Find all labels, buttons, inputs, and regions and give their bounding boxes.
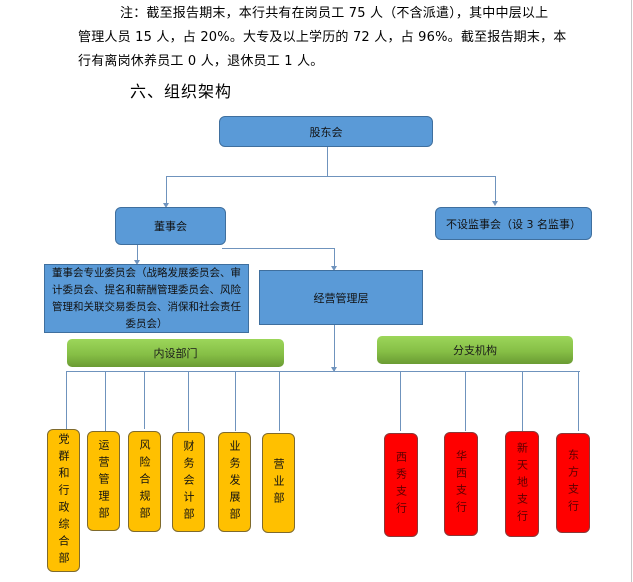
department-box: 业务发展部 <box>218 432 251 532</box>
branches-bar: 分支机构 <box>377 336 573 364</box>
branch-label: 华西支行 <box>454 450 468 518</box>
arrow-icon <box>163 203 169 208</box>
arrow-icon <box>492 201 498 206</box>
department-label: 党群和行政综合部 <box>57 432 70 569</box>
arrow-icon <box>331 367 337 372</box>
connector <box>279 371 280 431</box>
committees-box: 董事会专业委员会（战略发展委员会、审计委员会、提名和薪酬管理委员会、风险管理和关… <box>44 264 249 333</box>
paragraph-line-2: 管理人员 15 人，占 20%。大专及以上学历的 72 人，占 96%。截至报告… <box>78 30 567 45</box>
connector <box>327 147 328 177</box>
branch-box: 华西支行 <box>444 432 478 536</box>
connector <box>235 371 236 431</box>
department-label: 运营管理部 <box>97 438 110 524</box>
paragraph-line-1: 注：截至报告期末，本行共有在岗员工 75 人（不含派遣），其中中层以上 <box>120 6 549 21</box>
branch-label: 西秀支行 <box>394 451 408 519</box>
department-label: 营业部 <box>272 457 285 509</box>
branches-label: 分支机构 <box>453 344 497 357</box>
internal-departments-bar: 内设部门 <box>67 339 284 367</box>
branch-label: 新天地支行 <box>515 441 529 527</box>
connector <box>522 371 523 431</box>
department-label: 业务发展部 <box>228 439 241 525</box>
department-box: 财务会计部 <box>172 432 205 532</box>
page-edge <box>631 0 632 582</box>
management-box: 经营管理层 <box>259 270 423 325</box>
connector <box>222 248 334 249</box>
management-label: 经营管理层 <box>313 291 369 305</box>
branch-box: 新天地支行 <box>505 431 539 537</box>
department-label: 风险合规部 <box>138 439 151 524</box>
branch-box: 东方支行 <box>556 433 590 533</box>
connector <box>188 371 189 431</box>
connector <box>66 371 67 429</box>
connector <box>137 245 138 262</box>
connector <box>400 371 401 431</box>
department-box: 营业部 <box>262 433 295 533</box>
connector <box>144 371 145 429</box>
connector-bus <box>66 371 580 372</box>
branch-label: 东方支行 <box>566 449 580 517</box>
connector <box>578 371 579 431</box>
connector <box>334 248 335 268</box>
connector <box>334 325 335 371</box>
section-heading: 六、组织架构 <box>130 82 233 101</box>
supervisors-label: 不设监事会（设 3 名监事） <box>446 217 581 231</box>
connector <box>166 176 167 204</box>
shareholders-box: 股东会 <box>219 116 433 147</box>
department-box: 党群和行政综合部 <box>47 429 80 572</box>
department-label: 财务会计部 <box>182 439 195 525</box>
committees-label: 董事会专业委员会（战略发展委员会、审计委员会、提名和薪酬管理委员会、风险管理和关… <box>52 266 241 330</box>
board-label: 董事会 <box>154 220 187 233</box>
supervisors-box: 不设监事会（设 3 名监事） <box>435 207 592 240</box>
connector <box>166 176 496 177</box>
connector <box>105 371 106 431</box>
arrow-icon <box>331 266 337 271</box>
board-box: 董事会 <box>115 207 226 245</box>
connector <box>465 371 466 431</box>
paragraph-line-3: 行有离岗休养员工 0 人，退休员工 1 人。 <box>78 54 324 69</box>
internal-departments-label: 内设部门 <box>153 347 198 360</box>
department-box: 风险合规部 <box>128 431 161 532</box>
shareholders-label: 股东会 <box>309 125 343 139</box>
connector <box>495 176 496 202</box>
arrow-icon <box>134 260 140 265</box>
branch-box: 西秀支行 <box>384 433 418 537</box>
department-box: 运营管理部 <box>87 431 120 531</box>
